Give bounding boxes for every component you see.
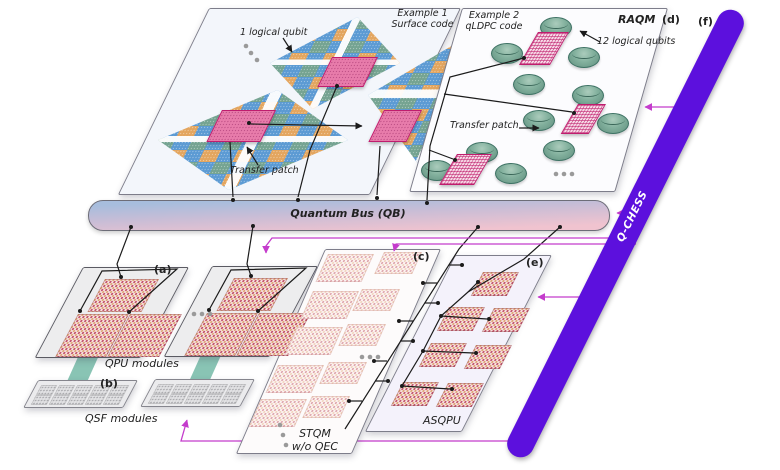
- logical-qubit-disk: [597, 113, 629, 134]
- logical-qubit-disk: [568, 47, 600, 68]
- tag-c: (c): [413, 250, 430, 263]
- asqpu-label: ASQPU: [423, 414, 461, 427]
- one-logical-qubit-label: 1 logical qubit: [240, 27, 308, 38]
- quantum-bus-label: Quantum Bus (QB): [290, 207, 406, 220]
- logical-qubit-disk: [572, 85, 604, 106]
- qsf-module-panel: [23, 380, 138, 408]
- logical-qubit-disk: [491, 43, 523, 64]
- qsf-modules-label: QSF modules: [85, 412, 158, 425]
- tag-e: (e): [526, 256, 544, 269]
- qsf-chip: [225, 384, 247, 394]
- qsf-chip: [102, 395, 125, 405]
- logical-qubit-disk: [523, 110, 555, 131]
- tag-a: (a): [154, 263, 172, 276]
- logical-qubit-disk: [543, 140, 575, 161]
- tag-d: (d): [662, 13, 680, 26]
- logical-qubit-disk: [513, 74, 545, 95]
- logical-qubit-disk: [495, 163, 527, 184]
- tag-b: (b): [100, 377, 118, 390]
- raqm-label: RAQM: [618, 13, 656, 26]
- twelve-logical-qubits-label: 12 logical qubits: [597, 36, 676, 47]
- transfer-patch-label-surface: Transfer patch: [230, 165, 299, 176]
- qsf-module-panel: [140, 379, 255, 407]
- qsf-chip: [219, 394, 242, 404]
- transfer-patch-label-qldpc: Transfer patch: [450, 120, 519, 131]
- tag-f: (f): [698, 15, 713, 28]
- quantum-bus: [88, 200, 610, 231]
- qpu-modules-label: QPU modules: [105, 357, 179, 370]
- qchess-label: Q-CHESS: [614, 189, 651, 245]
